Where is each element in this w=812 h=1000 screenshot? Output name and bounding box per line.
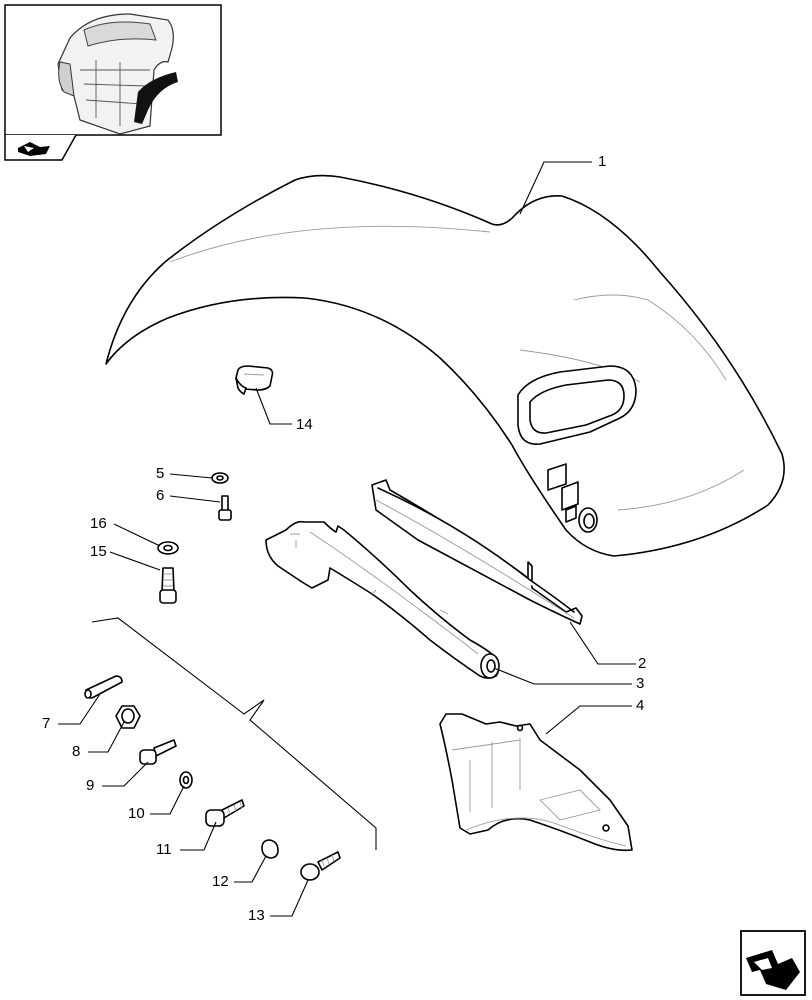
part-9-bolt	[139, 739, 177, 765]
callout-9: 9	[86, 777, 94, 794]
callout-10: 10	[128, 805, 145, 822]
part-16-washer	[157, 541, 179, 555]
part-5-washer	[211, 472, 229, 484]
callout-13: 13	[248, 907, 265, 924]
part-10-washer	[179, 771, 193, 789]
part-11-bolt	[205, 799, 245, 827]
callout-12: 12	[212, 873, 229, 890]
part-15-bolt	[159, 567, 177, 604]
callout-14: 14	[296, 416, 313, 433]
callout-labels: 1 2 3 4 5 6 7 8 9 10 11 12 13 14 15 16	[42, 153, 646, 924]
callout-4: 4	[636, 697, 644, 714]
leader-lines	[58, 161, 636, 917]
callout-3: 3	[636, 675, 644, 692]
callout-6: 6	[156, 487, 164, 504]
callout-8: 8	[72, 743, 80, 760]
part-4-side-panel	[439, 713, 633, 852]
part-6-bolt	[218, 495, 232, 521]
callout-15: 15	[90, 543, 107, 560]
part-7-pin	[84, 675, 123, 699]
callout-1: 1	[598, 153, 606, 170]
part-1-rear-fender	[105, 174, 785, 557]
book-arrow-icon	[18, 142, 50, 156]
tractor-cab-thumbnail	[57, 13, 178, 135]
callout-11: 11	[156, 841, 172, 858]
part-8-nut	[115, 705, 141, 729]
part-3-rail	[265, 520, 500, 679]
callout-5: 5	[156, 465, 164, 482]
part-12-cap	[261, 839, 279, 859]
callout-7: 7	[42, 715, 50, 732]
part-2-bracket	[371, 479, 583, 625]
next-page-arrow-icon[interactable]	[740, 930, 806, 996]
part-14-plug	[235, 365, 274, 395]
thumbnail-panel[interactable]	[4, 4, 222, 161]
part-13-screw	[300, 851, 341, 881]
callout-2: 2	[638, 655, 646, 672]
callout-16: 16	[90, 515, 107, 532]
group-separator	[91, 617, 377, 850]
